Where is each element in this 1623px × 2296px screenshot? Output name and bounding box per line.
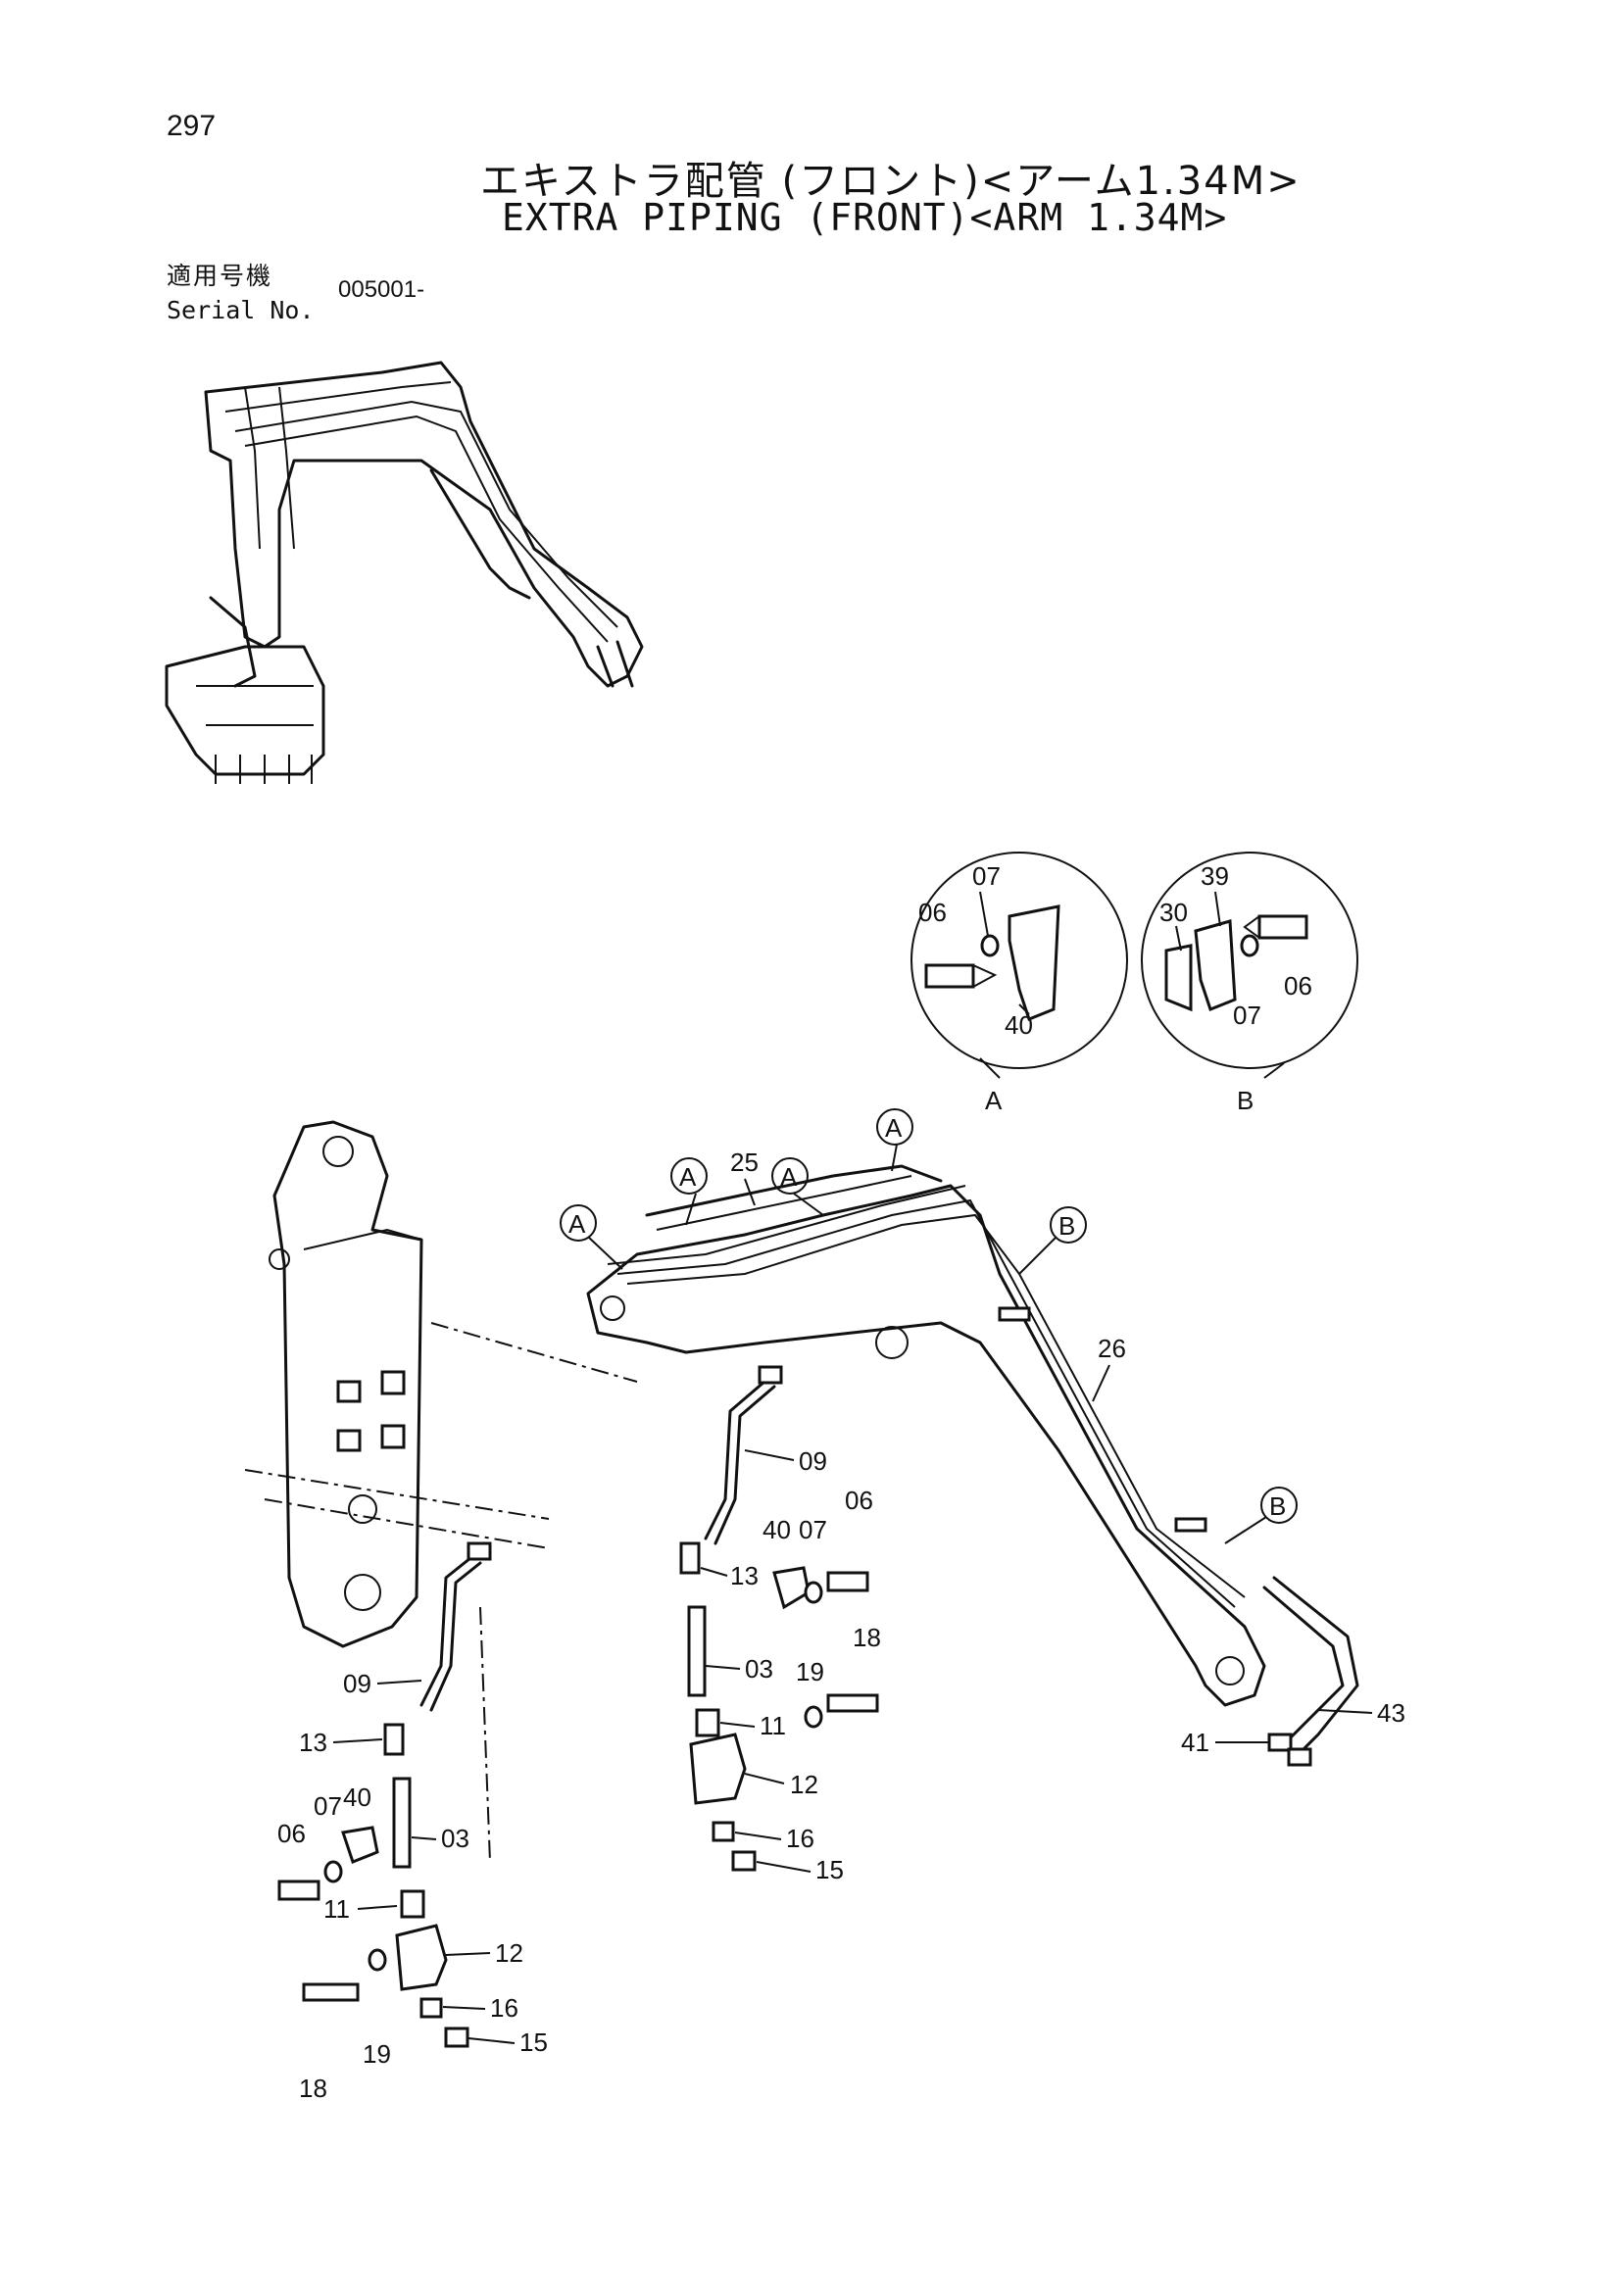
callout-a-2: A xyxy=(679,1162,697,1192)
part-label-15-boom: 15 xyxy=(519,2027,548,2057)
callout-b-2: B xyxy=(1269,1491,1286,1521)
part-label-43: 43 xyxy=(1377,1698,1405,1728)
boom-assembly xyxy=(244,1120,638,1863)
serial-label-english: Serial No. xyxy=(167,296,315,324)
detail-b-part-30: 30 xyxy=(1159,898,1188,927)
part-label-25: 25 xyxy=(730,1148,759,1177)
part-label-11-arm: 11 xyxy=(760,1711,786,1740)
part-labels: 25 26 09 13 40 07 06 03 18 19 11 12 16 1… xyxy=(277,1148,1405,2103)
part-label-16-arm: 16 xyxy=(786,1824,814,1853)
part-label-07-boom: 07 xyxy=(314,1791,342,1821)
detail-a-part-07: 07 xyxy=(972,861,1001,891)
part-label-15-arm: 15 xyxy=(815,1855,844,1884)
serial-number-value: 005001- xyxy=(338,276,425,303)
callout-b-1: B xyxy=(1058,1211,1075,1241)
part-label-09-arm: 09 xyxy=(799,1446,827,1476)
detail-a-part-06: 06 xyxy=(918,898,947,927)
callout-markers: A A A A B B xyxy=(560,1108,1298,1544)
part-label-13-arm: 13 xyxy=(730,1561,759,1590)
arm-pipe-group xyxy=(679,1365,879,1872)
part-label-16-boom: 16 xyxy=(490,1993,518,2023)
detail-view-b: 39 30 06 07 B xyxy=(1141,852,1358,1115)
detail-b-label: B xyxy=(1237,1086,1254,1115)
part-label-13-boom: 13 xyxy=(299,1728,327,1757)
part-label-06-boom: 06 xyxy=(277,1819,306,1848)
detail-b-part-06: 06 xyxy=(1284,971,1312,1001)
detail-a-label: A xyxy=(985,1086,1003,1115)
page-number: 297 xyxy=(167,110,217,142)
detail-a-part-40: 40 xyxy=(1005,1010,1033,1040)
callout-a-3: A xyxy=(780,1162,798,1192)
part-label-41: 41 xyxy=(1181,1728,1209,1757)
part-label-06-arm: 06 xyxy=(845,1486,873,1515)
overview-excavator-sketch xyxy=(165,361,644,784)
callout-a-4: A xyxy=(885,1113,903,1143)
detail-b-part-07: 07 xyxy=(1233,1001,1261,1030)
part-label-18-boom: 18 xyxy=(299,2074,327,2103)
part-label-40-boom: 40 xyxy=(343,1783,371,1812)
part-label-26: 26 xyxy=(1098,1334,1126,1363)
detail-b-part-39: 39 xyxy=(1201,861,1229,891)
part-label-40-arm: 40 xyxy=(762,1515,791,1544)
part-label-03-arm: 03 xyxy=(745,1654,773,1684)
callout-a-1: A xyxy=(568,1209,586,1239)
part-label-03-boom: 03 xyxy=(441,1824,469,1853)
part-label-19-boom: 19 xyxy=(363,2039,391,2069)
boom-pipe-group xyxy=(277,1541,492,2048)
detail-view-a: 06 07 40 A xyxy=(910,852,1128,1115)
part-label-07-arm: 07 xyxy=(799,1515,827,1544)
page-title-english: EXTRA PIPING (FRONT)<ARM 1.34M> xyxy=(502,196,1228,239)
part-label-11-boom: 11 xyxy=(323,1894,350,1924)
part-label-12-arm: 12 xyxy=(790,1770,818,1799)
part-label-18-arm: 18 xyxy=(853,1623,881,1652)
part-label-12-boom: 12 xyxy=(495,1938,523,1968)
arm-assembly xyxy=(586,1164,1359,1767)
part-label-09-boom: 09 xyxy=(343,1669,371,1698)
page-title-japanese: エキストラ配管 (フロント)<アーム1.34M> xyxy=(480,159,1302,204)
part-label-19-arm: 19 xyxy=(796,1657,824,1686)
serial-label-japanese: 適用号機 xyxy=(167,262,273,290)
